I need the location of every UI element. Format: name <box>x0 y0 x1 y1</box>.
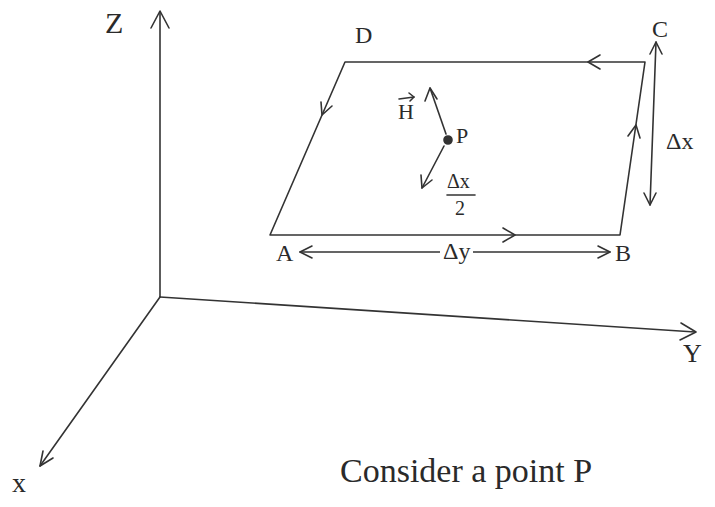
dimension-head <box>644 193 656 205</box>
field-vector-head <box>425 88 437 101</box>
y-axis <box>160 297 695 332</box>
axis-label: Y <box>683 340 702 369</box>
corner-label: B <box>615 240 631 266</box>
field-vector <box>430 88 446 134</box>
axis-label: Z <box>105 6 123 39</box>
dimension-head <box>650 42 662 54</box>
half-step-head <box>421 175 432 188</box>
point-dot <box>444 136 452 144</box>
axis-label: x <box>12 468 26 499</box>
loop-arrow <box>321 102 332 115</box>
corner-label: C <box>652 16 668 42</box>
z-axis-head <box>151 11 169 28</box>
dimension-head <box>598 246 610 258</box>
loop-arrow <box>588 55 600 69</box>
dimension-label: Δx <box>666 128 693 154</box>
vector-label: H <box>398 100 414 124</box>
y-axis-head <box>680 323 696 340</box>
corner-label: A <box>276 240 293 266</box>
note-text: Consider a point P <box>340 452 592 489</box>
x-axis-head <box>40 451 53 466</box>
z-axis <box>159 12 161 297</box>
loop-arrow <box>628 125 640 138</box>
point-label: P <box>456 124 468 148</box>
x-axis <box>40 297 160 466</box>
contour-loop <box>270 62 645 235</box>
fraction-denominator: 2 <box>455 197 465 219</box>
fraction-bar <box>447 194 475 196</box>
fraction-numerator: Δx <box>447 170 470 192</box>
dimension-label: Δy <box>440 238 473 264</box>
dimension-head <box>300 246 312 258</box>
dimension-line <box>650 42 656 205</box>
corner-label: D <box>355 22 372 48</box>
loop-arrow <box>503 228 515 242</box>
half-step-arrow <box>422 146 444 188</box>
